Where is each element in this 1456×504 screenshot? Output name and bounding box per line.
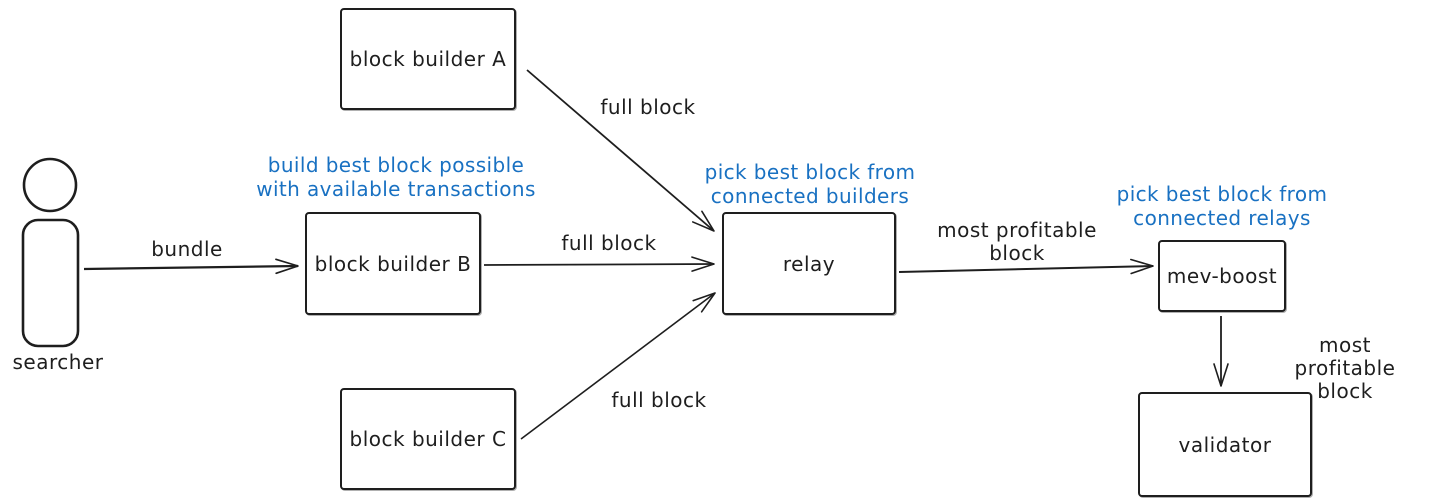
edge-label-most-profitable-block-validator: most profitable block (1294, 333, 1396, 403)
arrow-builder-b-to-relay (483, 256, 715, 272)
node-block-builder-a: block builder A (340, 8, 516, 110)
arrow-builder-c-to-relay (520, 292, 716, 440)
node-relay-label: relay (782, 251, 836, 276)
searcher-label: searcher (12, 350, 104, 374)
node-validator: validator (1138, 392, 1312, 497)
node-block-builder-c: block builder C (340, 388, 516, 490)
edge-label-bundle: bundle (151, 237, 223, 261)
annotation-relay: pick best block from connected builders (704, 160, 916, 209)
searcher-body (21, 218, 80, 348)
node-mev-boost: mev-boost (1158, 240, 1286, 312)
edge-label-full-block-a: full block (600, 95, 696, 119)
node-validator-label: validator (1178, 432, 1272, 457)
node-relay: relay (722, 212, 896, 315)
edge-label-most-profitable-block-relay: most profitable block (937, 218, 1097, 265)
edge-label-full-block-c: full block (611, 388, 707, 412)
node-block-builder-b-label: block builder B (314, 251, 472, 276)
annotation-builders: build best block possible with available… (256, 153, 536, 202)
arrow-builder-a-to-relay (526, 69, 715, 232)
node-mev-boost-label: mev-boost (1166, 264, 1278, 288)
searcher-figure (21, 157, 80, 348)
edge-label-full-block-b: full block (561, 231, 657, 255)
annotation-mev-boost: pick best block from connected relays (1116, 182, 1328, 231)
node-block-builder-b: block builder B (305, 212, 481, 315)
searcher-head (22, 157, 78, 213)
node-block-builder-c-label: block builder C (349, 427, 507, 451)
arrow-bundle (83, 258, 299, 275)
arrow-relay-to-mevboost (898, 258, 1154, 275)
node-block-builder-a-label: block builder A (349, 47, 507, 71)
